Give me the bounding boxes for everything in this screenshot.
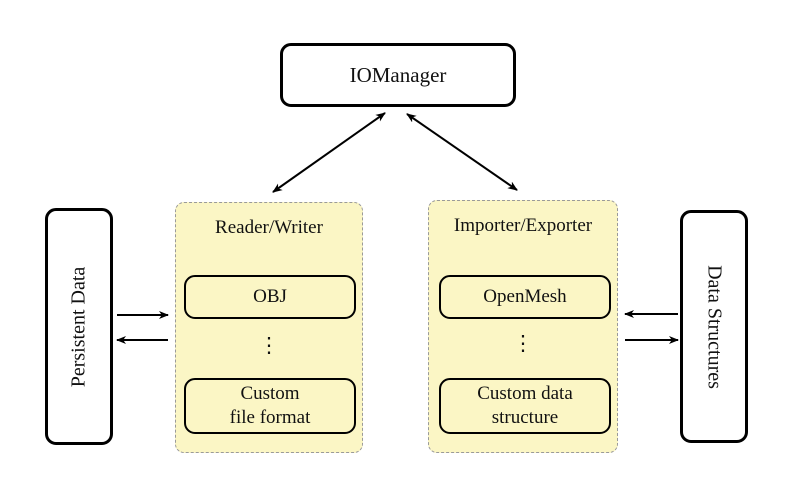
obj-node: OBJ — [184, 275, 356, 319]
importer-exporter-panel: Importer/Exporter OpenMesh ⋮ Custom data… — [428, 200, 618, 453]
data-structures-node: Data Structures — [680, 210, 748, 443]
reader-writer-panel: Reader/Writer OBJ ⋮ Custom file format — [175, 202, 363, 453]
importer-exporter-ellipsis: ⋮ — [512, 331, 534, 355]
persistent-data-label: Persistent Data — [67, 266, 90, 387]
obj-label: OBJ — [253, 286, 287, 308]
custom-data-structure-line1: Custom data — [477, 383, 573, 405]
reader-writer-ellipsis: ⋮ — [258, 333, 280, 357]
openmesh-node: OpenMesh — [439, 275, 611, 319]
custom-file-format-line1: Custom — [240, 383, 300, 405]
custom-file-format-node: Custom file format — [184, 378, 356, 434]
persistent-data-node: Persistent Data — [45, 208, 113, 445]
iomanager-label: IOManager — [349, 62, 447, 87]
custom-data-structure-line2: structure — [491, 407, 559, 428]
iomanager-node: IOManager — [280, 43, 516, 107]
arrow-iomanager-readerwriter — [272, 112, 386, 193]
importer-exporter-title: Importer/Exporter — [453, 215, 593, 236]
openmesh-label: OpenMesh — [483, 286, 567, 308]
reader-writer-title: Reader/Writer — [215, 217, 323, 238]
data-structures-label: Data Structures — [703, 264, 726, 389]
custom-file-format-line2: file format — [229, 407, 311, 428]
arrow-iomanager-importerexporter — [406, 113, 518, 191]
custom-data-structure-node: Custom data structure — [439, 378, 611, 434]
